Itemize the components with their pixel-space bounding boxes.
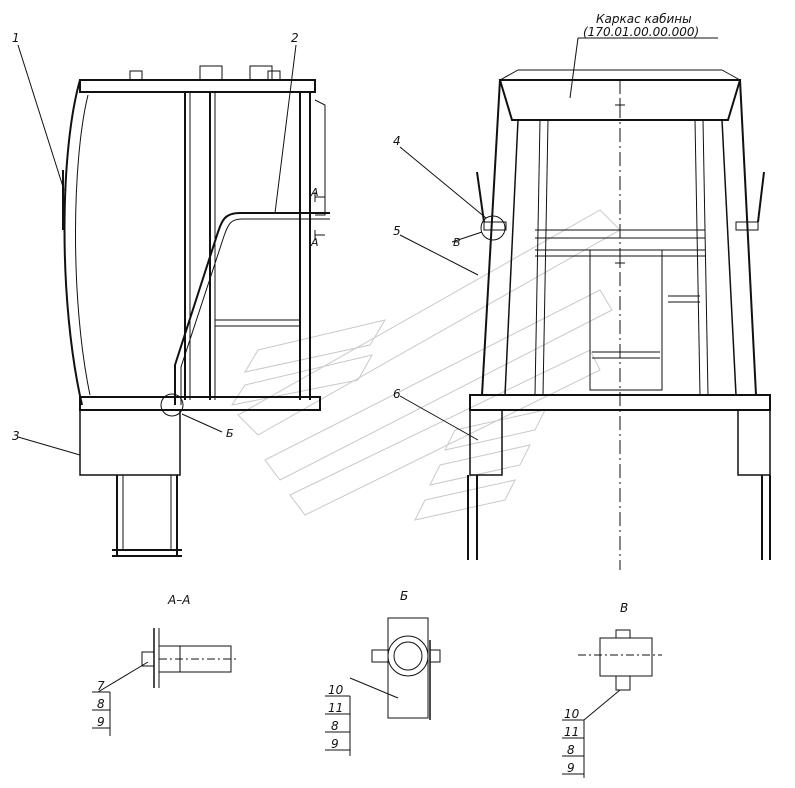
detail-a-a-item-1: 7 — [97, 679, 105, 693]
detail-title-v: В — [620, 601, 628, 615]
detail-title-a-a: А–А — [167, 593, 190, 607]
detail-b-item-2: 11 — [328, 701, 343, 715]
detail-v-item-2: 11 — [564, 725, 579, 739]
callout-5: 5 — [393, 224, 401, 238]
callout-6: 6 — [393, 387, 401, 401]
assembly-title-code: (170.01.00.00.000) — [583, 25, 699, 39]
detail-a-a-item-2: 8 — [97, 697, 105, 711]
detail-b-item-4: 9 — [331, 737, 339, 751]
detail-b-item-1: 10 — [328, 683, 344, 697]
detail-b-item-3: 8 — [331, 719, 339, 733]
callout-1: 1 — [12, 31, 20, 45]
section-mark-a-lower: А — [310, 236, 319, 249]
front-view — [467, 69, 771, 570]
detail-a-a-item-3: 9 — [97, 715, 105, 729]
detail-v-item-3: 8 — [567, 743, 575, 757]
section-mark-a-upper: А — [310, 186, 319, 199]
detail-mark-b: Б — [226, 427, 234, 440]
detail-v-item-4: 9 — [567, 761, 575, 775]
callout-3: 3 — [12, 429, 20, 443]
detail-a-a-view — [92, 628, 236, 736]
detail-mark-v: В — [453, 236, 461, 249]
detail-b-view — [325, 617, 441, 756]
callout-4: 4 — [393, 134, 401, 148]
callout-2: 2 — [291, 31, 299, 45]
detail-v-item-1: 10 — [564, 707, 580, 721]
leader-lines — [17, 37, 718, 456]
side-view — [62, 65, 330, 557]
detail-title-b: Б — [400, 589, 408, 603]
text-labels: Каркас кабины (170.01.00.00.000) 1 2 3 4… — [12, 12, 699, 775]
assembly-title-name: Каркас кабины — [596, 12, 692, 26]
detail-v-view — [562, 629, 662, 778]
